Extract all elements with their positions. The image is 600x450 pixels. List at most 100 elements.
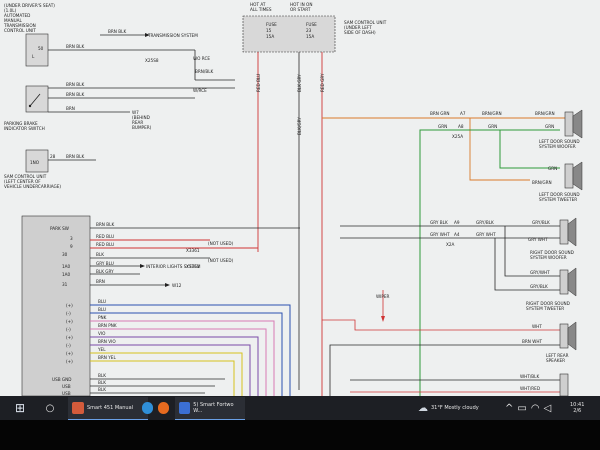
- start-button[interactable]: ⊞: [8, 396, 32, 420]
- rd-tweeter-2: SYSTEM TWEETER: [526, 306, 564, 311]
- lpin-4: (-): [66, 327, 71, 332]
- usbw-1: BLK: [98, 373, 106, 378]
- rear-spk-1: LEFT REAR: [546, 353, 569, 358]
- lw-2: BLU: [98, 307, 106, 312]
- weather-widget[interactable]: ☁ 31°F Mostly cloudy: [418, 396, 479, 420]
- pin-1a0a: 1A0: [62, 264, 71, 269]
- splice-x258: X25S8: [145, 58, 159, 63]
- wire-brn-m: BRN: [96, 279, 105, 284]
- splice-x3361-b: X3361: [186, 264, 200, 269]
- taskbar-firefox[interactable]: [158, 396, 172, 420]
- lw-7: YEL: [97, 347, 106, 352]
- wht-blk: WHT/BLK: [520, 374, 539, 379]
- sam-under-block: 28 1NO BRN BLK SAM CONTROL UNIT (LEFT CE…: [4, 149, 96, 189]
- wire-red-blu-m2: RED BLU: [96, 242, 114, 247]
- lpin-3: (+): [66, 319, 73, 324]
- gry-wht-a4: A4: [454, 232, 460, 237]
- rw-a8: A8: [458, 124, 464, 129]
- taskbar-app-browser[interactable]: 5) Smart Fortwo W...: [175, 397, 245, 421]
- rw-brn-grn: BRN GRN: [430, 111, 450, 116]
- rd-tweeter-1: RIGHT DOOR SOUND: [526, 301, 570, 306]
- fuse15-3: 15A: [266, 34, 274, 39]
- wire-brn: BRN: [66, 106, 75, 111]
- sam-under-3: VEHICLE UNDERCARRIAGE): [4, 184, 61, 189]
- parking-brake-block: BRN BLK BRN BLK BRN W7 (BEHIND REAR BUMP…: [4, 82, 235, 131]
- lw-5: VIO: [98, 331, 106, 336]
- taskbar-app-manual[interactable]: Smart 451 Manual: [68, 397, 148, 421]
- search-button[interactable]: ○: [42, 396, 58, 420]
- browser-tab-icon: [179, 402, 191, 414]
- fuse23-2: 23: [306, 28, 312, 33]
- pin-brn-grn-r: BRN/GRN: [535, 111, 555, 116]
- sam-dash-3: SIDE OF DASH): [344, 30, 376, 35]
- lpin-8: (+): [66, 359, 73, 364]
- fuse23-1: FUSE: [306, 22, 317, 27]
- diagram-screen: (UNDER DRIVER'S SEAT) (1.0L) AUTOMATED M…: [0, 0, 600, 396]
- not-used-2: (NOT USED): [208, 258, 234, 263]
- ld-tweeter-1: LEFT DOOR SOUND: [539, 192, 580, 197]
- volume-icon: ◁: [543, 402, 552, 414]
- wire-brn-blk-3: BRN/BLK: [195, 69, 214, 74]
- sam-under-2: (LEFT CENTER OF: [4, 179, 41, 184]
- rw-a7: A7: [460, 111, 466, 116]
- system-tray[interactable]: ^ ▭ ◠ ◁: [505, 396, 551, 420]
- rd-woofer-2: SYSTEM WOOFER: [530, 255, 567, 260]
- tcu-label-2: (1.0L): [4, 8, 17, 13]
- ld-woofer-1: LEFT DOOR SOUND: [539, 139, 580, 144]
- rear-brn-wht: BRN WHT: [522, 339, 543, 344]
- usbw-3: BLK: [98, 387, 106, 392]
- tcu-block: (UNDER DRIVER'S SEAT) (1.0L) AUTOMATED M…: [3, 3, 235, 93]
- hot-at-1: HOT AT: [250, 2, 266, 7]
- rw-grn: GRN: [438, 124, 447, 129]
- w7-1: W7: [132, 110, 139, 115]
- wifi-icon: ◠: [530, 402, 540, 414]
- rd-gry-blk: GRY/BLK: [532, 220, 550, 225]
- search-icon: ○: [45, 402, 55, 414]
- taskbar-app-browser-label: 5) Smart Fortwo W...: [193, 402, 234, 414]
- clock-date: 2/6: [573, 408, 582, 414]
- wire-brn-blk-6: BRN BLK: [66, 154, 84, 159]
- tcu-box: [25, 33, 49, 67]
- speaker-section: BRN GRN A7 BRN/GRN GRN A8 GRN X25A BRN/G…: [322, 109, 583, 396]
- clock[interactable]: 10:41 2/6: [570, 396, 584, 420]
- wire-blk-gry-v2: BLK/GRY: [297, 117, 302, 135]
- chevron-up-icon: ^: [505, 402, 514, 414]
- hot-in-2: OR START: [290, 7, 311, 12]
- lpin-7: (+): [66, 351, 73, 356]
- taskbar-app-manual-label: Smart 451 Manual: [87, 405, 134, 411]
- w7-3: REAR: [132, 120, 143, 125]
- lpin-1: (+): [66, 303, 73, 308]
- usb-3: USB: [62, 391, 71, 396]
- gry-blk-a9: A9: [454, 220, 460, 225]
- rear-spk-2: SPEAKER: [546, 358, 565, 363]
- network-icon: ▭: [517, 402, 527, 414]
- pin-grn-r: GRN: [545, 124, 554, 129]
- tcu-label-5: TRANSMISSION: [3, 23, 36, 28]
- weather-text: 31°F Mostly cloudy: [431, 405, 479, 411]
- lpin-2: (-): [66, 311, 71, 316]
- lw-8: BRN YEL: [98, 355, 116, 360]
- taskbar-edge[interactable]: [142, 396, 156, 420]
- pin-1a0b: 1A0: [62, 272, 71, 277]
- rd-gry-blk2: GRY/BLK: [530, 284, 548, 289]
- fuse23-3: 15A: [306, 34, 314, 39]
- lw-3: PNK: [98, 315, 107, 320]
- wire-blk-gry-v: BLK GRY: [297, 74, 302, 92]
- w7-2: (BEHIND: [132, 115, 150, 120]
- wire-red-blu-m1: RED BLU: [96, 234, 114, 239]
- wire-red-blu-v: RED BLU: [256, 74, 261, 92]
- tcu-label-4: MANUAL: [4, 18, 23, 23]
- tcu-pin-letter: L: [32, 54, 35, 59]
- gry-blk-1: GRY BLK: [430, 220, 448, 225]
- gry-blk-2: GRY/BLK: [476, 220, 494, 225]
- fuse15-2: 15: [266, 28, 272, 33]
- wo-rce: WO RCE: [193, 56, 210, 61]
- w-rce: W/RCE: [193, 88, 207, 93]
- usb-1: USB GND: [52, 377, 72, 382]
- pin-3: 3: [70, 236, 73, 241]
- ld-woofer-2: SYSTEM WOOFER: [539, 144, 576, 149]
- ld-brn-grn-lbl: BRN/GRN: [532, 180, 552, 185]
- wiring-diagram: (UNDER DRIVER'S SEAT) (1.0L) AUTOMATED M…: [3, 2, 583, 396]
- lpin-6: (-): [66, 343, 71, 348]
- wire-brn-blk-2: BRN BLK: [108, 29, 126, 34]
